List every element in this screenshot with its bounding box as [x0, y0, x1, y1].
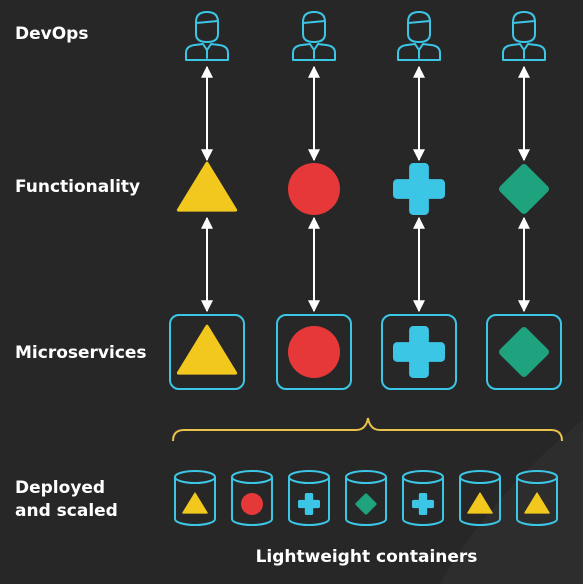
brace — [172, 417, 563, 442]
cross-icon — [393, 163, 445, 215]
container-icon — [345, 470, 387, 526]
triangle-icon — [524, 492, 550, 514]
microservice-box — [276, 314, 352, 390]
circle-icon — [288, 163, 340, 215]
deployed-label-line2: and scaled — [15, 501, 118, 521]
person-icon — [397, 11, 441, 61]
circle-icon — [288, 326, 340, 378]
microservice-box — [381, 314, 457, 390]
deployed-and-scaled-label: Deployed and scaled — [15, 477, 118, 523]
functionality-label: Functionality — [15, 177, 141, 197]
cross-icon — [393, 326, 445, 378]
functionality-row — [176, 161, 549, 215]
background-layer — [440, 420, 583, 584]
microservices-row — [169, 314, 562, 390]
curly-brace — [172, 417, 563, 442]
triangle-icon — [467, 492, 493, 514]
containers-row — [174, 470, 558, 526]
microservices-label: Microservices — [15, 343, 147, 363]
container-icon — [288, 470, 330, 526]
microservice-box — [169, 314, 245, 390]
devops-label: DevOps — [15, 24, 89, 44]
container-icon — [402, 470, 444, 526]
lightweight-containers-label: Lightweight containers — [255, 547, 478, 567]
person-icon — [185, 11, 229, 61]
arrows-layer — [201, 65, 530, 313]
microservice-box — [486, 314, 562, 390]
triangle-icon — [176, 324, 238, 375]
deployed-label-line1: Deployed — [15, 478, 106, 498]
container-icon — [174, 470, 216, 526]
container-icon — [459, 470, 501, 526]
triangle-icon — [182, 492, 208, 514]
circle-icon — [241, 493, 263, 515]
cross-icon — [412, 493, 434, 515]
diamond-icon — [499, 164, 549, 214]
container-icon — [231, 470, 273, 526]
person-icon — [292, 11, 336, 61]
person-icon — [502, 11, 546, 61]
cross-icon — [298, 493, 320, 515]
container-icon — [516, 470, 558, 526]
triangle-icon — [176, 161, 238, 212]
diamond-icon — [499, 327, 549, 377]
diamond-icon — [355, 493, 377, 515]
devops-row — [185, 11, 546, 61]
